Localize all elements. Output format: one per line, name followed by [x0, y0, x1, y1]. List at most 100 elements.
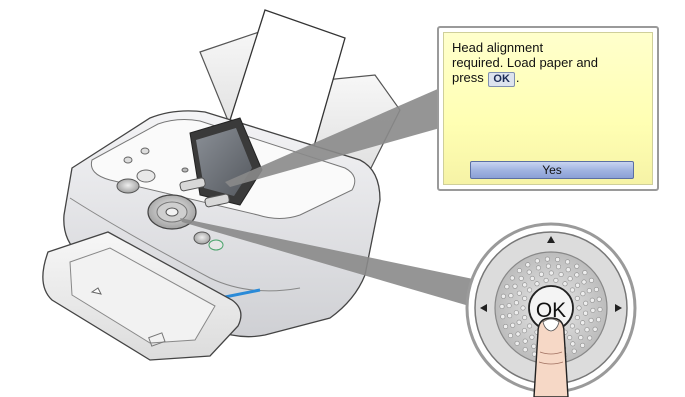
wheel-dot — [555, 264, 561, 270]
wheel-dot — [509, 275, 515, 281]
wheel-dot — [575, 282, 581, 288]
wheel-dot — [555, 256, 561, 262]
wheel-dot — [516, 290, 522, 296]
wheel-dot — [589, 297, 595, 303]
wheel-dot — [521, 328, 527, 334]
wheel-dot — [588, 317, 594, 323]
wheel-dot — [571, 348, 577, 354]
control-pad-zoom — [465, 222, 637, 394]
wheel-dot — [525, 262, 531, 268]
yes-button[interactable]: Yes — [470, 161, 634, 179]
wheel-dot — [583, 300, 589, 306]
wheel-dot — [553, 277, 559, 283]
wheel-dot — [500, 293, 506, 299]
wheel-dot — [576, 305, 582, 311]
wheel-dot — [565, 259, 571, 265]
wheel-dot — [531, 343, 537, 349]
wheel-dot — [580, 291, 586, 297]
wheel-dot — [558, 271, 564, 277]
wheel-dot — [522, 347, 528, 353]
wheel-dot — [565, 267, 571, 273]
wheel-dot — [581, 279, 587, 285]
message-line-3-prefix: press — [452, 70, 484, 85]
wheel-dot — [526, 269, 532, 275]
lcd-callout-beam — [225, 88, 440, 187]
wheel-dot — [543, 277, 549, 283]
wheel-dot — [512, 283, 518, 289]
wheel-dot — [578, 335, 584, 341]
wheel-dot — [574, 328, 580, 334]
dial-callout-beam — [180, 218, 478, 308]
wheel-dot — [562, 281, 568, 287]
wheel-dot — [513, 300, 519, 306]
wheel-dot — [506, 303, 512, 309]
wheel-dot — [510, 322, 516, 328]
right-arrow-icon — [615, 304, 622, 312]
wheel-dot — [574, 315, 580, 321]
wheel-dot — [507, 313, 513, 319]
wheel-dot — [586, 288, 592, 294]
lcd-message: Head alignment required. Load paper and … — [452, 40, 647, 87]
wheel-dot — [570, 341, 576, 347]
wheel-dot — [499, 303, 505, 309]
wheel-dot — [522, 282, 528, 288]
wheel-dot — [515, 331, 521, 337]
wheel-dot — [596, 296, 602, 302]
wheel-dot — [516, 268, 522, 274]
wheel-dot — [583, 310, 589, 316]
wheel-dot — [569, 323, 575, 329]
wheel-dot — [520, 305, 526, 311]
wheel-dot — [514, 340, 520, 346]
wheel-dot — [582, 270, 588, 276]
ok-button-label[interactable]: OK — [536, 299, 566, 322]
wheel-dot — [518, 275, 524, 281]
wheel-dot — [508, 293, 514, 299]
wheel-dot — [534, 281, 540, 287]
message-line-1: Head alignment — [452, 40, 544, 55]
wheel-dot — [580, 320, 586, 326]
wheel-dot — [522, 295, 528, 301]
message-line-3-suffix: . — [515, 70, 520, 85]
wheel-dot — [574, 263, 580, 269]
wheel-dot — [522, 315, 528, 321]
wheel-dot — [522, 338, 528, 344]
wheel-dot — [529, 275, 535, 281]
left-arrow-icon — [480, 304, 487, 312]
wheel-dot — [590, 307, 596, 313]
up-arrow-icon — [547, 236, 555, 243]
wheel-dot — [592, 326, 598, 332]
wheel-dot — [548, 270, 554, 276]
wheel-dot — [534, 258, 540, 264]
wheel-dot — [503, 323, 509, 329]
ok-key-label: OK — [488, 72, 515, 87]
wheel-dot — [596, 317, 602, 323]
wheel-dot — [567, 276, 573, 282]
wheel-dot — [527, 323, 533, 329]
wheel-dot — [597, 306, 603, 312]
wheel-dot — [574, 295, 580, 301]
wheel-dot — [538, 271, 544, 277]
lcd-screen: Head alignment required. Load paper and … — [443, 32, 653, 185]
wheel-dot — [535, 265, 541, 271]
wheel-dot — [527, 287, 533, 293]
wheel-dot — [584, 327, 590, 333]
wheel-dot — [516, 319, 522, 325]
printer-lcd — [179, 117, 263, 208]
wheel-dot — [507, 333, 513, 339]
wheel-dot — [588, 277, 594, 283]
message-line-2: required. Load paper and — [452, 55, 599, 70]
wheel-dot — [504, 284, 510, 290]
wheel-dot — [513, 310, 519, 316]
wheel-dot — [574, 272, 580, 278]
wheel-dot — [567, 335, 573, 341]
wheel-dot — [580, 342, 586, 348]
wheel-dot — [545, 263, 551, 269]
wheel-dot — [529, 334, 535, 340]
wheel-dot — [593, 286, 599, 292]
wheel-dot — [587, 335, 593, 341]
wheel-dot — [544, 256, 550, 262]
lcd-message-panel: Head alignment required. Load paper and … — [437, 26, 659, 191]
wheel-dot — [569, 287, 575, 293]
finger-icon — [533, 317, 569, 397]
